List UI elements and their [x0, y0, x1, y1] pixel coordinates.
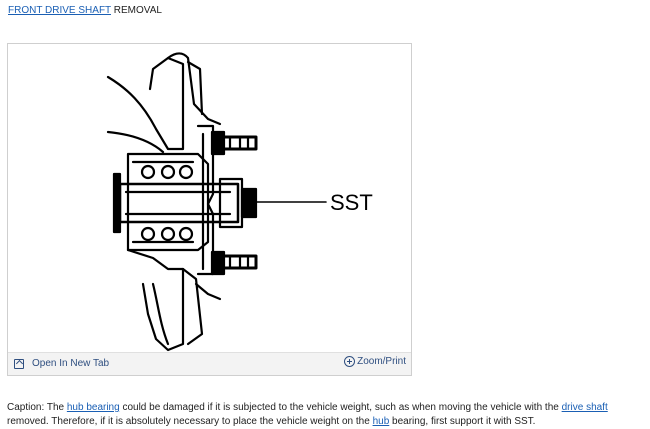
hub-bearing-link[interactable]: hub bearing — [66, 402, 120, 413]
hub-bearing-diagram: SST — [106, 52, 373, 352]
zoom-label: Zoom/Print — [357, 356, 406, 367]
open-new-tab-icon — [14, 358, 24, 369]
caption-part-3: removed. Therefore, if it is absolutely … — [7, 416, 373, 427]
caption-part-1: Caption: The — [7, 402, 67, 413]
caption-part-4: bearing, first support it with SST. — [389, 416, 536, 427]
caption-text: Caption: The hub bearing could be damage… — [7, 401, 643, 429]
heading-text: REMOVAL — [110, 5, 162, 16]
sst-callout-label: SST — [330, 190, 373, 215]
figure-panel: SST Open In New Tab Zoom/Print — [7, 43, 412, 376]
hub-link[interactable]: hub — [372, 416, 390, 427]
page-heading: FRONT DRIVE SHAFT REMOVAL — [8, 5, 162, 16]
drive-shaft-link[interactable]: drive shaft — [561, 402, 608, 413]
zoom-print-button[interactable]: Zoom/Print — [344, 356, 406, 367]
caption-part-2: could be damaged if it is subjected to t… — [119, 402, 562, 413]
zoom-plus-icon — [344, 356, 356, 367]
open-in-new-tab-button[interactable]: Open In New Tab — [14, 358, 109, 369]
front-drive-shaft-link[interactable]: FRONT DRIVE SHAFT — [8, 5, 111, 16]
figure-toolbar: Open In New Tab Zoom/Print — [8, 352, 411, 375]
open-tab-label: Open In New Tab — [32, 358, 110, 369]
